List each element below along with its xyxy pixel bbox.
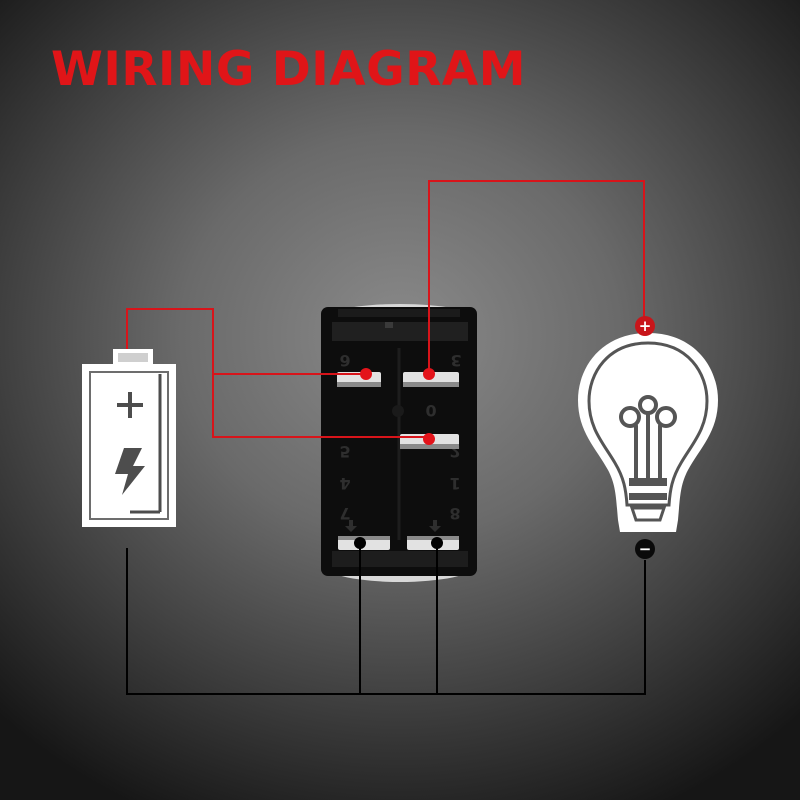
battery-body <box>82 364 176 527</box>
bulb-base-thread <box>629 493 667 500</box>
bulb-filament-icon <box>619 395 677 480</box>
battery-terminal-inner <box>118 353 148 362</box>
battery-icon <box>82 349 176 527</box>
pin-label-7: 7 <box>339 504 350 523</box>
switch-top-ridge <box>332 322 468 341</box>
arrow-mark-left-icon <box>345 520 357 532</box>
lightning-bolt-icon <box>115 448 145 495</box>
pin-label-1: 1 <box>449 474 460 493</box>
plus-icon <box>117 392 143 418</box>
negative-terminal-dot <box>635 539 655 559</box>
connection-dot-pin-6 <box>360 368 372 380</box>
battery-inner-outline <box>89 371 169 520</box>
bulb-base-band <box>629 478 667 486</box>
switch-top-notch <box>385 322 393 328</box>
switch-center-post <box>392 405 404 417</box>
connection-dot-pin-3 <box>423 368 435 380</box>
pin-label-0: 0 <box>425 401 436 420</box>
light-bulb-icon <box>578 333 718 532</box>
positive-terminal-symbol: + <box>639 317 652 335</box>
connection-dot-pin-7 <box>354 537 366 549</box>
switch-bottom-ridge <box>332 551 468 567</box>
connection-dot-pin-2 <box>423 433 435 445</box>
positive-terminal-dot <box>635 316 655 336</box>
pin-label-6: 6 <box>339 351 350 370</box>
diagram-title: WIRING DIAGRAM <box>51 42 527 97</box>
bulb-positive-terminal: + <box>635 316 655 336</box>
pin-label-8: 8 <box>449 504 460 523</box>
bulb-negative-terminal: − <box>635 539 655 559</box>
negative-terminal-symbol: − <box>639 540 652 558</box>
wire-battery-to-switch-pins <box>126 308 428 438</box>
connection-dot-pin-8 <box>431 537 443 549</box>
switch-top-rail <box>338 309 460 317</box>
wire-battery-ground <box>126 548 646 695</box>
pin-label-5: 5 <box>339 442 350 461</box>
arrow-mark-right-icon <box>429 520 441 532</box>
positive-wires <box>126 180 645 438</box>
bulb-inner-outline <box>587 341 709 507</box>
bulb-base-tip <box>629 506 667 522</box>
ground-wires <box>126 545 646 695</box>
wire-pin-3-to-bulb <box>428 180 645 374</box>
pin-label-4: 4 <box>339 474 350 493</box>
pin-label-2: 2 <box>449 442 460 461</box>
pin-label-3: 3 <box>450 351 461 370</box>
rocker-switch: 6 3 0 5 2 4 1 7 8 <box>321 304 477 582</box>
